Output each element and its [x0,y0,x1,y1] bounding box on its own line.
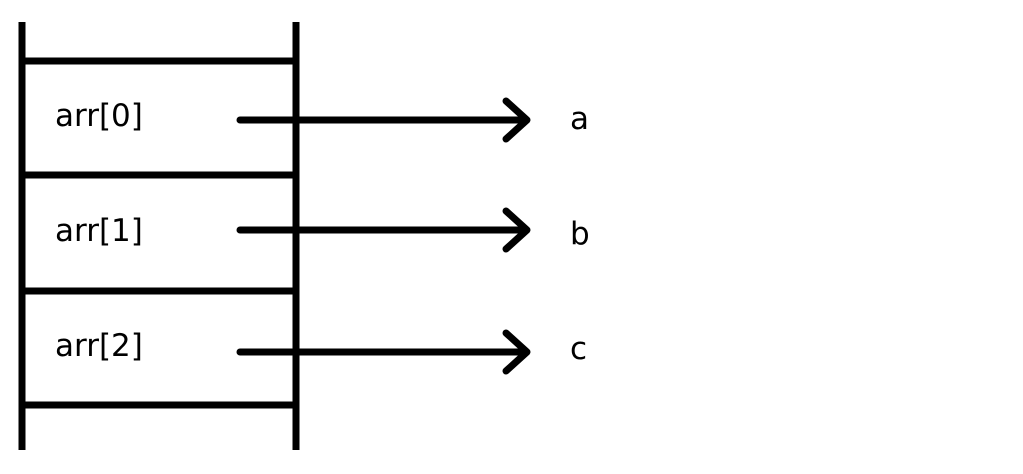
target-value-1: b [570,216,590,252]
array-cell-label-1: arr[1] [55,213,143,249]
reference-arrow-0 [236,97,531,143]
reference-arrow-1 [236,207,531,253]
reference-arrow-2 [236,329,531,375]
target-value-0: a [570,101,589,137]
target-value-2: c [570,331,588,367]
array-cell-label-0: arr[0] [55,98,143,134]
array-cell-label-2: arr[2] [55,328,143,364]
